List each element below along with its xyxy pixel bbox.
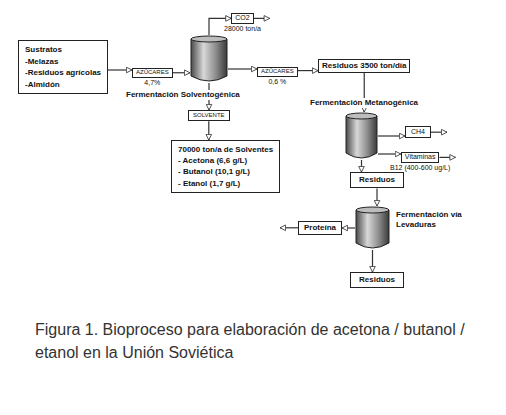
quantity-label: 28000 ton/a (224, 25, 261, 34)
tank-top (191, 36, 227, 42)
solvent-tag: SOLVENTE (188, 110, 230, 121)
box-text: Proteína (304, 223, 336, 233)
tank-shape (355, 206, 390, 250)
tank-shape (345, 112, 378, 160)
protein-box: Proteína (298, 221, 342, 235)
tank-body (346, 116, 377, 158)
fermenter-label: Fermentación Solventogénica (125, 90, 241, 100)
solvents-box: 70000 ton/a de Solventes- Acetona (6,6 g… (171, 140, 280, 193)
output-arrow (431, 132, 447, 133)
residue-box: Residuos (350, 172, 404, 188)
flow-arrow (372, 250, 373, 272)
box-text: -Residuos agrícolas (25, 67, 101, 79)
tag-text: AZÚCARES (132, 68, 173, 78)
box-text: Residuos (359, 175, 395, 185)
flow-arrow (173, 72, 190, 73)
box-text: Sustratos (25, 44, 101, 56)
tank-shape (190, 35, 228, 83)
flow-arrow (378, 135, 405, 136)
substrate-box: Sustratos-Melazas-Residuos agrícolas-Alm… (18, 40, 108, 94)
quantity-label: 4,7% (132, 79, 173, 88)
flow-arrow (376, 188, 377, 206)
box-text: 70000 ton/a de Solventes (178, 144, 273, 155)
box-text: - Butanol (10,1 g/L) (178, 166, 273, 177)
tank-top (346, 113, 377, 119)
methanogenic-fermenter: Fermentación Metanogénica (345, 112, 378, 160)
residue-box: Residuos (350, 272, 404, 288)
tank-top (356, 207, 389, 213)
box-text: Residuos 3500 ton/día (322, 61, 406, 71)
tag-text: AZÚCARES (257, 67, 298, 77)
residue-box: Residuos 3500 ton/día (318, 59, 410, 73)
flow-arrow (361, 160, 362, 172)
box-text: - Etanol (1,7 g/L) (178, 178, 273, 189)
fermenter-label: Fermentación Metanogénica (309, 98, 419, 108)
yeast-fermenter: Fermentación vía Levaduras (355, 206, 390, 250)
flow-arrow (108, 69, 132, 70)
box-text: - Acetona (6,6 g/L) (178, 155, 273, 166)
sugar-tag: AZÚCARES4,7% (132, 60, 173, 88)
box-text: Residuos (359, 275, 395, 285)
flow-arrow (228, 68, 257, 69)
tag-text: Vitaminas (401, 152, 440, 163)
box-text: -Almidón (25, 79, 101, 91)
fermenter-label: Fermentación vía Levaduras (395, 210, 467, 229)
tag-text: CO2 (231, 13, 253, 24)
vitamin-tag: VitaminasB12 (400-600 ug/L) (390, 145, 450, 173)
tank-body (191, 39, 227, 81)
flow-arrow (298, 70, 318, 71)
flow-arrow (378, 153, 401, 154)
output-arrow (439, 157, 455, 158)
figure-caption: Figura 1. Bioproceso para elaboración de… (35, 318, 475, 364)
solventogenic-fermenter: Fermentación Solventogénica (190, 35, 228, 83)
tank-body (356, 210, 389, 248)
box-text: -Melazas (25, 56, 101, 68)
flow-arrow (342, 227, 355, 228)
methane-box: CH4 (405, 126, 431, 138)
flow-arrow (208, 121, 209, 140)
box-text: CH4 (411, 128, 425, 136)
output-arrow (280, 227, 298, 228)
quantity-label: 0,6 % (257, 78, 298, 87)
co2-tag: CO228000 ton/a (224, 6, 261, 34)
sugar-tag: AZÚCARES0,6 % (257, 59, 298, 87)
box-text: SOLVENTE (193, 112, 225, 119)
output-arrow (254, 18, 270, 19)
